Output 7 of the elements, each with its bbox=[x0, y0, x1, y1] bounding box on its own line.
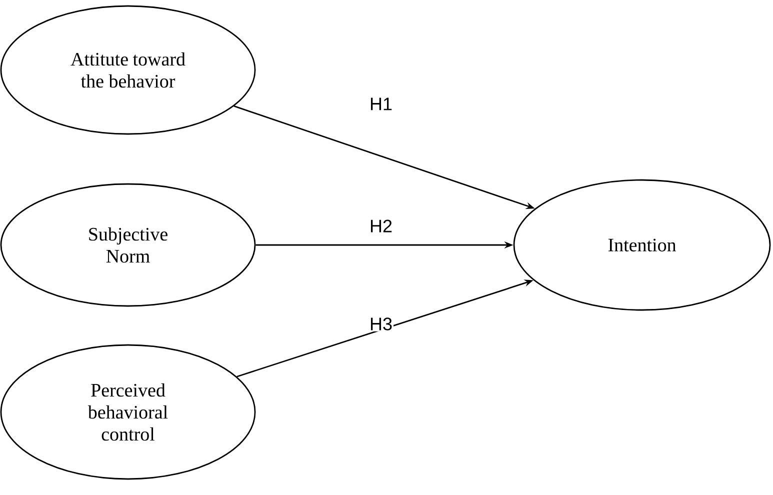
edge-label: H2 bbox=[368, 218, 394, 234]
ellipse-node: Subjective Norm bbox=[0, 183, 256, 307]
ellipse-node: Attitute toward the behavior bbox=[0, 5, 256, 135]
ellipse-node: Perceived behavioral control bbox=[0, 344, 256, 480]
edge-label: H3 bbox=[368, 316, 394, 332]
edge-label: H1 bbox=[368, 96, 394, 112]
ellipse-node: Intention bbox=[513, 179, 771, 311]
